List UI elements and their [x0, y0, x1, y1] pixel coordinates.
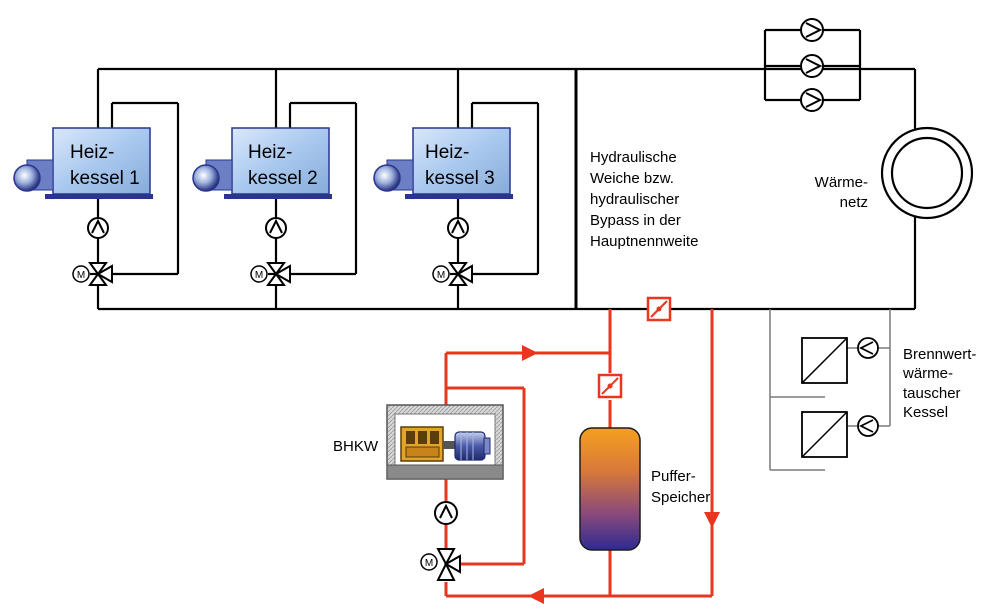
condensing-heat-exchanger-group: Brennwert- wärme- tauscher Kessel — [769, 309, 976, 471]
engine-icon — [400, 426, 444, 462]
motor-label: M — [255, 270, 263, 281]
motor-actuator-icon: M — [420, 553, 438, 571]
heat-exchanger-icon — [801, 411, 848, 458]
generator-motor-icon — [454, 431, 491, 461]
motor-actuator-icon: M — [432, 265, 450, 283]
pump-icon — [447, 217, 469, 239]
boiler-label-line2: kessel 3 — [425, 168, 495, 189]
boiler-1: Heiz- kessel 1 M — [13, 69, 180, 309]
pump-icon — [434, 501, 458, 525]
boiler-label-line2: kessel 1 — [70, 168, 140, 189]
pump-icon — [800, 18, 824, 42]
hydraulic-line5: Hauptnennweite — [590, 233, 698, 250]
heat-exchanger-icon — [801, 337, 848, 384]
boiler-2: Heiz- kessel 2 M — [192, 69, 358, 309]
main-pipework — [98, 67, 917, 311]
pump-icon — [800, 54, 824, 78]
flow-arrow-icon — [528, 588, 544, 604]
pump-icon — [265, 217, 287, 239]
burner-fan-icon — [192, 159, 233, 192]
buffer-tank: Puffer- Speicher — [579, 427, 710, 551]
bhkw-unit: BHKW — [333, 404, 504, 480]
three-way-valve-icon — [436, 548, 461, 581]
boiler-label-line1: Heiz- — [70, 142, 114, 163]
buffer-line1: Puffer- — [651, 468, 696, 485]
pump-icon — [857, 415, 879, 437]
pump-icon — [87, 217, 109, 239]
flow-arrow-icon — [704, 512, 720, 528]
condensing-line4: Kessel — [903, 404, 948, 421]
network-line1: Wärme- — [815, 174, 868, 191]
boiler-label-line1: Heiz- — [425, 142, 469, 163]
heat-network-symbol — [880, 126, 974, 220]
motor-actuator-icon: M — [250, 265, 268, 283]
motor-label: M — [437, 270, 445, 281]
buffer-line2: Speicher — [651, 489, 710, 506]
heat-network-label: Wärme- netz — [815, 174, 868, 211]
boiler-label-line2: kessel 2 — [248, 168, 318, 189]
hydraulic-separator-label: Hydraulische Weiche bzw. hydraulischer B… — [590, 149, 698, 250]
motor-label: M — [77, 270, 85, 281]
condensing-line3: tauscher — [903, 385, 961, 402]
hydraulic-line4: Bypass in der — [590, 212, 681, 229]
burner-fan-icon — [13, 159, 54, 192]
motor-actuator-icon: M — [72, 265, 90, 283]
three-way-valve-icon — [266, 262, 291, 286]
hydraulic-line1: Hydraulische — [590, 149, 677, 166]
pump-icon — [857, 337, 879, 359]
three-way-valve-icon — [88, 262, 113, 286]
check-valve-icon — [646, 296, 672, 322]
bhkw-label: BHKW — [333, 438, 379, 455]
flow-arrow-icon — [522, 345, 538, 361]
check-valve-icon — [597, 373, 623, 399]
boiler-label-line1: Heiz- — [248, 142, 292, 163]
condensing-line2: wärme- — [902, 365, 953, 382]
condensing-line1: Brennwert- — [903, 346, 976, 363]
hydraulic-line3: hydraulischer — [590, 191, 679, 208]
burner-fan-icon — [373, 159, 414, 192]
boiler-3: Heiz- kessel 3 M — [373, 69, 540, 309]
chp-buffer-circuit: M — [420, 296, 720, 604]
motor-label: M — [425, 558, 433, 569]
pump-icon — [800, 88, 824, 112]
three-way-valve-icon — [448, 262, 473, 286]
hydraulic-line2: Weiche bzw. — [590, 170, 674, 187]
network-line2: netz — [840, 194, 868, 211]
network-pump-group — [763, 18, 862, 112]
